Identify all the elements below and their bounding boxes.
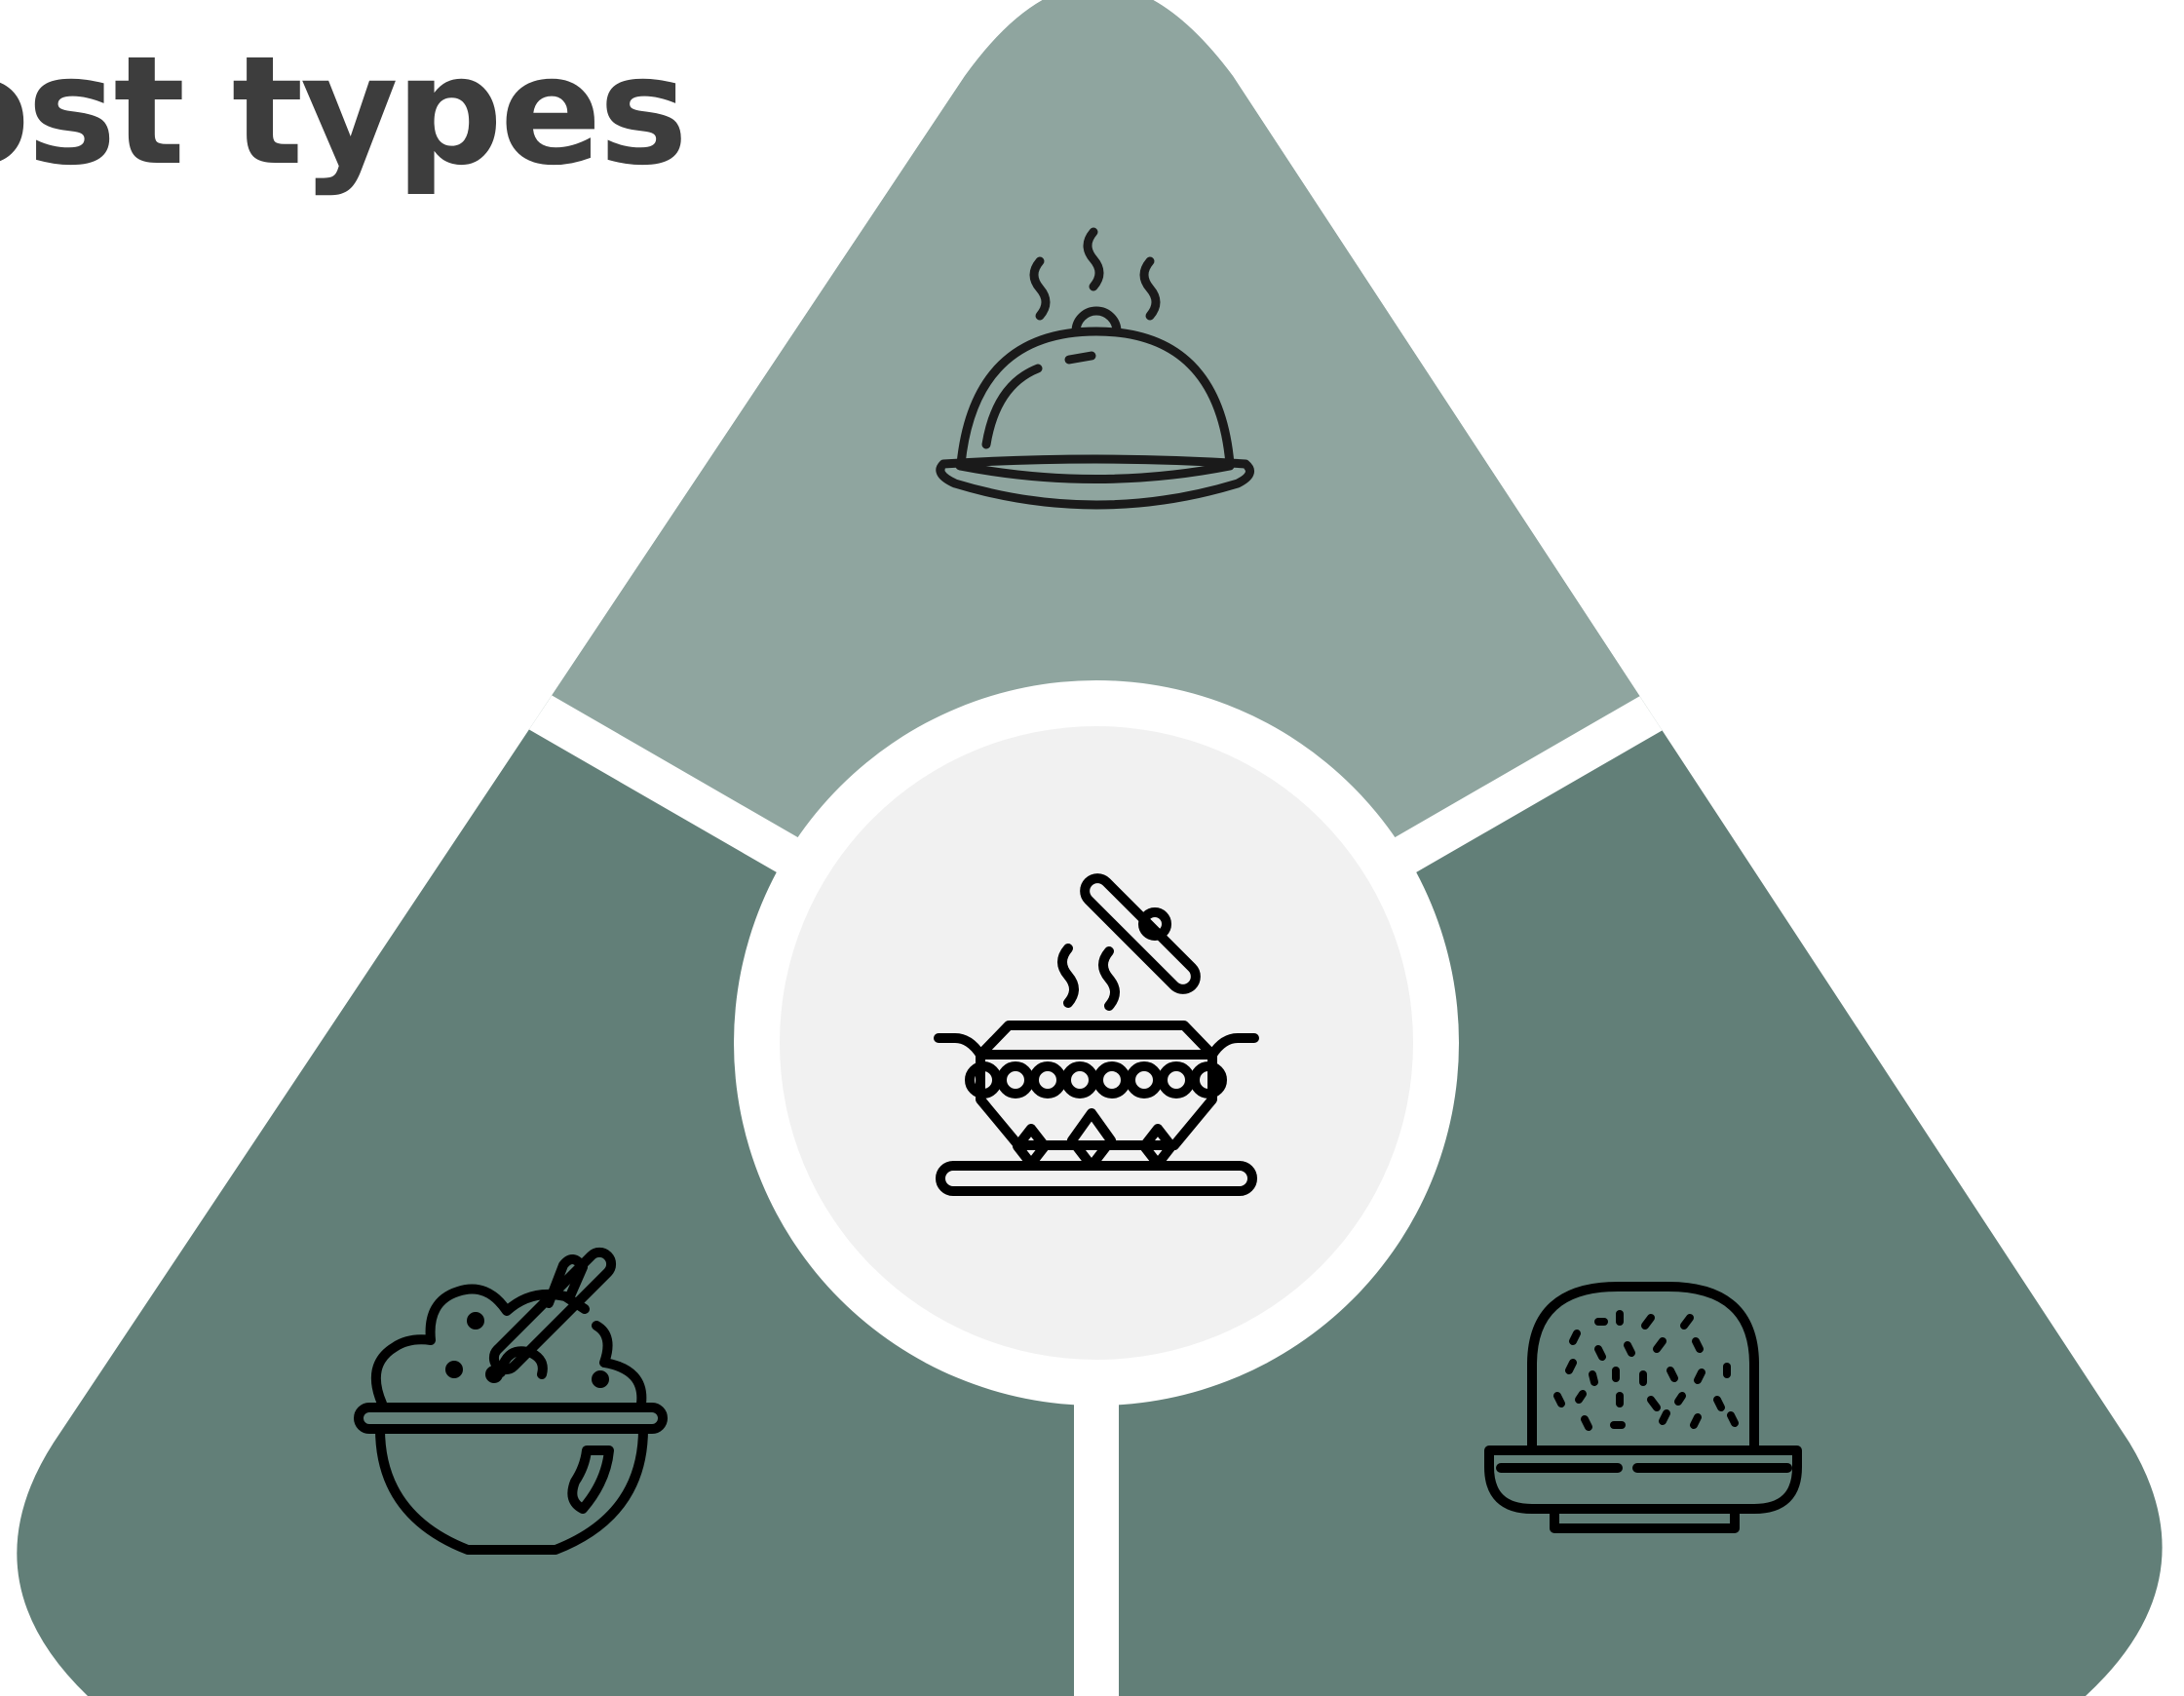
- slide-title: ost types: [0, 24, 688, 199]
- rice-bowl-with-spoon-icon: [354, 1247, 668, 1555]
- serving-cloche-icon: [936, 227, 1254, 510]
- center-disc: [780, 726, 1413, 1360]
- clay-pot-cooking-icon: [934, 873, 1259, 1196]
- rice-dome-on-plate-icon: [1484, 1282, 1802, 1533]
